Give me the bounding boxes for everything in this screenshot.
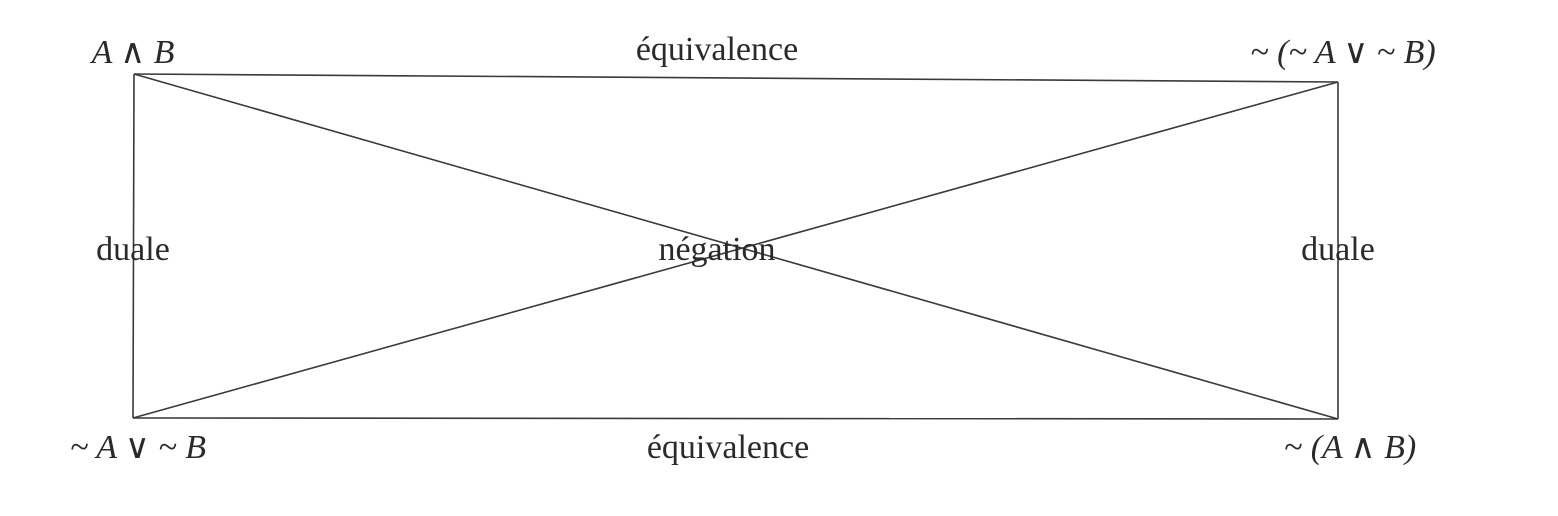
left-edge-label: duale xyxy=(96,231,170,268)
diagonal-bl-tr xyxy=(132,81,1339,419)
diagonal-tl-br xyxy=(133,73,1339,420)
center-label: négation xyxy=(658,231,775,268)
corner-bottom-right-formula: ~ (A ∧ B) xyxy=(1284,429,1416,466)
top-edge xyxy=(133,73,1339,83)
corner-top-left-formula: A ∧ B xyxy=(90,34,175,71)
top-edge-label: équivalence xyxy=(636,31,798,68)
corner-top-right-formula: ~ (~ A ∨ ~ B) xyxy=(1250,34,1436,71)
corner-bottom-left-formula: ~ A ∨ ~ B xyxy=(70,429,206,466)
bottom-edge xyxy=(132,417,1339,420)
left-edge xyxy=(132,73,135,419)
right-edge-label: duale xyxy=(1301,231,1375,268)
bottom-edge-label: équivalence xyxy=(647,429,809,466)
